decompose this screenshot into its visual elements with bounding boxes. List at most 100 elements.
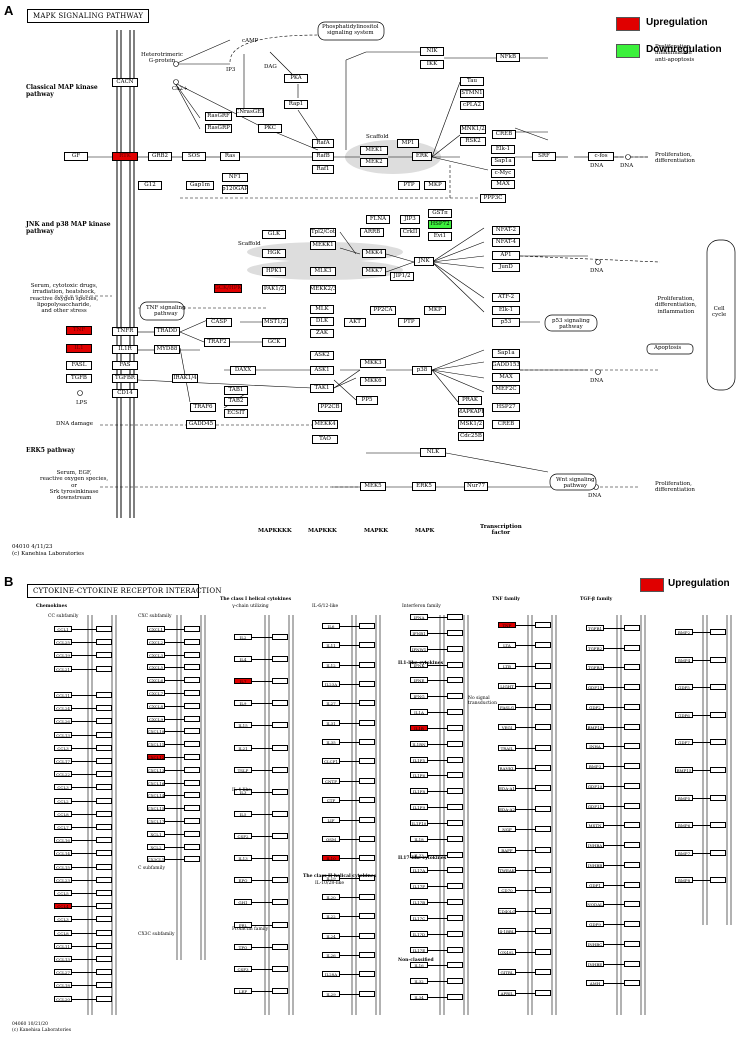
ligand-il1a: IL1A <box>410 709 428 715</box>
node-ptp-1: PTP <box>398 181 420 190</box>
interaction-edge <box>693 742 710 743</box>
node-ask2: ASK2 <box>310 351 334 360</box>
ligand-lta: LTA <box>498 642 516 648</box>
ligand-xcl2: XCL2 <box>147 844 165 850</box>
receptor-box <box>272 767 288 773</box>
receptor-box <box>535 969 551 975</box>
interaction-edge <box>428 728 447 729</box>
node-daxx: DAXX <box>230 366 256 375</box>
dna-label-4: DNA <box>590 378 604 384</box>
receptor-box <box>359 952 375 958</box>
receptor-box <box>96 798 112 804</box>
receptor-box <box>184 754 200 760</box>
ligand-gdf10: GDF10 <box>586 783 604 789</box>
node-jnk: JNK <box>414 257 434 266</box>
node-il1r: IL1R <box>112 345 138 354</box>
cat-tnf-family: TNF family <box>492 597 520 602</box>
ligand-ccl7: CCL7 <box>54 824 72 830</box>
receptor-box <box>447 614 463 620</box>
node-pkc: PKC <box>258 124 282 133</box>
node-akt: AKT <box>344 318 366 327</box>
ca2-label: Ca2+ <box>172 86 188 92</box>
cat-prolactin: Prolactin family <box>232 927 269 932</box>
node-tgfb: TGFB <box>66 374 92 383</box>
receptor-box <box>624 901 640 907</box>
ligand-trail: TRAIL <box>498 745 516 751</box>
cat-c-subfamily: C subfamily <box>138 866 165 871</box>
ligand-il27: IL27 <box>322 700 340 706</box>
ligand-epo: EPO <box>234 877 252 883</box>
interaction-edge <box>165 629 184 630</box>
ligand-ccl24: CCL24 <box>54 705 72 711</box>
interaction-edge <box>693 880 710 881</box>
interaction-edge <box>340 974 359 975</box>
interaction-edge <box>72 748 96 749</box>
receptor-box <box>535 928 551 934</box>
receptor-box <box>359 875 375 881</box>
ligand-il16: IL16 <box>410 962 428 968</box>
cat-il10-like: IL-10/28-like <box>315 881 345 886</box>
interaction-edge <box>252 902 272 903</box>
node-cmyc: c-Myc <box>491 169 515 178</box>
node-mst12: MST1/2 <box>262 318 288 327</box>
receptor-box <box>359 758 375 764</box>
node-gst: GSTπ <box>428 209 452 218</box>
ligand-gdf1: GDF1 <box>586 882 604 888</box>
receptor-box <box>272 656 288 662</box>
dag-label: DAG <box>264 64 277 70</box>
node-glk: GLK <box>262 230 286 239</box>
node-sos: SOS <box>182 152 206 161</box>
cat-il6-12-like: IL-6/12-like <box>312 604 339 609</box>
receptor-box <box>184 844 200 850</box>
ligand-cxcl17: CXCL17 <box>147 818 165 824</box>
lps-label: LPS <box>76 400 88 406</box>
interaction-edge <box>428 950 447 951</box>
receptor-box <box>624 704 640 710</box>
receptor-box <box>184 690 200 696</box>
interaction-edge <box>252 792 272 793</box>
cat-chemokines: Chemokines <box>36 604 67 609</box>
receptor-box <box>710 657 726 663</box>
interaction-edge <box>604 983 624 984</box>
receptor-box <box>272 789 288 795</box>
ligand-ccl1: CCL1 <box>54 626 72 632</box>
interaction-edge <box>72 933 96 934</box>
classical-map-kinase-label: Classical MAP kinase pathway <box>26 84 98 98</box>
interaction-edge <box>252 725 272 726</box>
cat-non-classified: Non-classified <box>398 958 434 963</box>
node-pka: PKA <box>284 74 308 83</box>
receptor-box <box>96 969 112 975</box>
receptor-box <box>447 962 463 968</box>
ligand-tweak: TWEAK <box>498 867 516 873</box>
node-nfat4: NFAT-4 <box>492 238 520 247</box>
ligand-ccl2: CCL2 <box>54 798 72 804</box>
interaction-edge <box>252 703 272 704</box>
node-mkp-2: MKP <box>424 306 446 315</box>
ligand-il2: IL2 <box>234 634 252 640</box>
node-flna: FLNA <box>366 215 390 224</box>
receptor-box <box>96 903 112 909</box>
interaction-edge <box>428 902 447 903</box>
receptor-box <box>272 988 288 994</box>
node-erk: ERK <box>412 152 432 161</box>
interaction-edge <box>340 781 359 782</box>
node-tak1: TAK1 <box>310 384 334 393</box>
ligand-ccl16: CCL16 <box>54 837 72 843</box>
interaction-edge <box>693 853 710 854</box>
p53-signaling-pathway-label: p53 signaling pathway <box>552 318 590 331</box>
interaction-edge <box>516 686 535 687</box>
node-hgk: HGK <box>262 249 286 258</box>
receptor-box <box>535 806 551 812</box>
interaction-edge <box>165 744 184 745</box>
ligand-ccl18: CCL18 <box>54 982 72 988</box>
receptor-box <box>359 855 375 861</box>
node-ikk: IKK <box>420 60 444 69</box>
panel-b-upregulation-swatch <box>640 578 664 592</box>
ligand-ngf: NGF <box>498 826 516 832</box>
receptor-box <box>96 956 112 962</box>
ligand-ccl11: CCL11 <box>54 692 72 698</box>
node-casp: CASP <box>206 318 232 327</box>
ligand-bmp2: BMP2 <box>675 629 693 635</box>
receptor-box <box>710 850 726 856</box>
